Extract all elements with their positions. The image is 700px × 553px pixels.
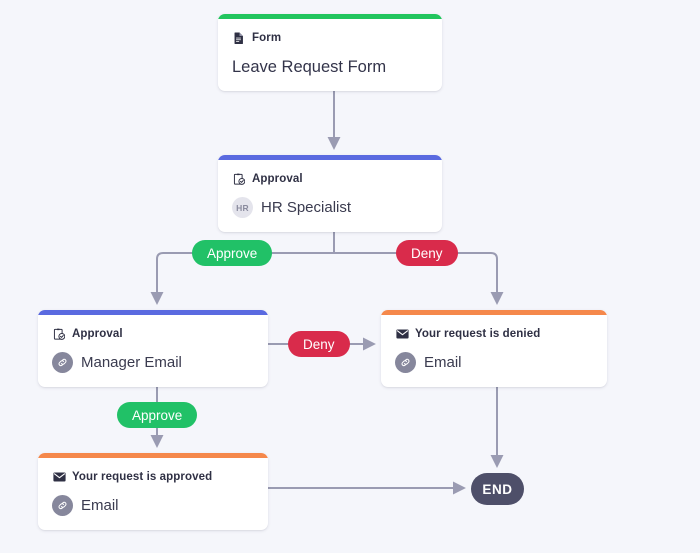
node-header-label: Approval bbox=[72, 328, 123, 340]
node-header-label: Approval bbox=[252, 173, 303, 185]
node-body: Your request is denied Email bbox=[381, 315, 607, 387]
badge-deny-hr[interactable]: Deny bbox=[396, 240, 458, 266]
node-leave-request-form[interactable]: Form Leave Request Form bbox=[218, 14, 442, 91]
badge-label: Deny bbox=[303, 336, 335, 352]
link-icon bbox=[395, 352, 416, 373]
node-accent-bar bbox=[218, 14, 442, 19]
node-accent-bar bbox=[38, 310, 268, 315]
node-request-approved[interactable]: Your request is approved Email bbox=[38, 453, 268, 530]
node-header-label: Form bbox=[252, 32, 282, 44]
node-accent-bar bbox=[218, 155, 442, 160]
envelope-icon bbox=[395, 327, 409, 341]
node-assignee: HR Specialist bbox=[261, 199, 352, 216]
node-assignee-row: Email bbox=[395, 352, 593, 373]
badge-label: Approve bbox=[132, 407, 183, 423]
node-request-denied[interactable]: Your request is denied Email bbox=[381, 310, 607, 387]
clipboard-check-icon bbox=[232, 172, 246, 186]
envelope-icon bbox=[52, 470, 66, 484]
node-assignee-row: Email bbox=[52, 495, 254, 516]
badge-approve-manager[interactable]: Approve bbox=[117, 402, 198, 428]
node-header: Your request is approved bbox=[52, 470, 254, 484]
node-accent-bar bbox=[381, 310, 607, 315]
edge-hr-deny bbox=[334, 252, 504, 305]
node-header-label: Your request is approved bbox=[72, 471, 213, 483]
node-hr-approval[interactable]: Approval HR HR Specialist bbox=[218, 155, 442, 232]
node-assignee-row: Manager Email bbox=[52, 352, 254, 373]
badge-deny-manager[interactable]: Deny bbox=[288, 331, 350, 357]
node-header: Approval bbox=[52, 327, 254, 341]
node-end[interactable]: END bbox=[471, 473, 524, 505]
node-header: Form bbox=[232, 31, 428, 45]
link-icon bbox=[52, 495, 73, 516]
node-body: Form Leave Request Form bbox=[218, 19, 442, 91]
node-assignee: Manager Email bbox=[81, 354, 182, 371]
node-accent-bar bbox=[38, 453, 268, 458]
node-body: Approval HR HR Specialist bbox=[218, 160, 442, 232]
end-label: END bbox=[482, 481, 513, 497]
badge-approve-hr[interactable]: Approve bbox=[192, 240, 273, 266]
node-title-row: Leave Request Form bbox=[232, 58, 428, 77]
node-header: Approval bbox=[232, 172, 428, 186]
node-body: Your request is approved Email bbox=[38, 458, 268, 530]
node-title: Leave Request Form bbox=[232, 58, 387, 76]
badge-label: Approve bbox=[207, 245, 258, 261]
node-assignee: Email bbox=[81, 497, 119, 514]
node-manager-approval[interactable]: Approval Manager Email bbox=[38, 310, 268, 387]
badge-label: Deny bbox=[411, 245, 443, 261]
node-header: Your request is denied bbox=[395, 327, 593, 341]
document-icon bbox=[232, 31, 246, 45]
link-icon bbox=[52, 352, 73, 373]
edge-hr-approve bbox=[150, 252, 334, 305]
clipboard-check-icon bbox=[52, 327, 66, 341]
avatar: HR bbox=[232, 197, 253, 218]
node-assignee-row: HR HR Specialist bbox=[232, 197, 428, 218]
node-header-label: Your request is denied bbox=[415, 328, 541, 340]
node-body: Approval Manager Email bbox=[38, 315, 268, 387]
node-assignee: Email bbox=[424, 354, 462, 371]
